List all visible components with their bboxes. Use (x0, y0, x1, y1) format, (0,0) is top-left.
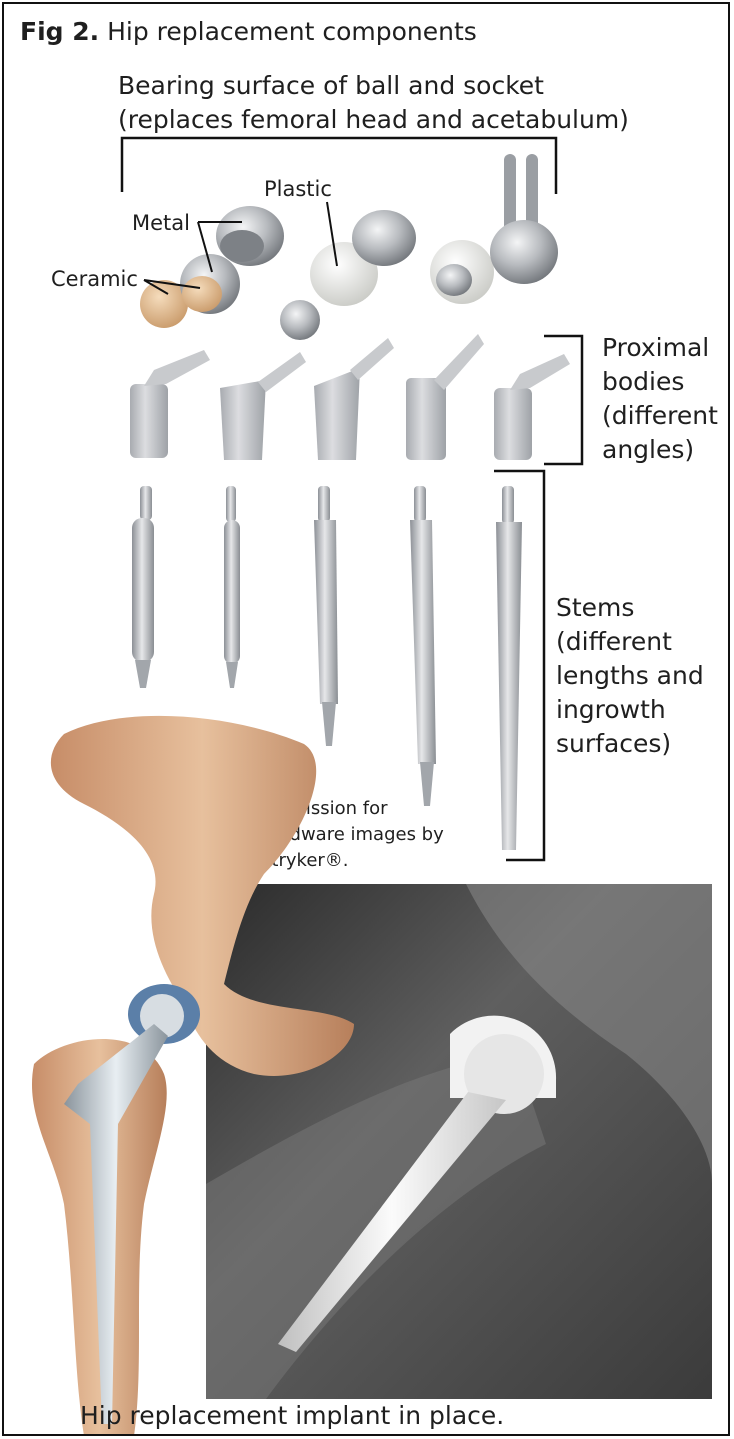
stem-1 (132, 486, 154, 688)
proximal-body-2 (220, 352, 306, 460)
stem-5 (496, 486, 522, 850)
pelvis-bone (51, 716, 354, 1076)
figure-caption: Hip replacement implant in place. (80, 1400, 504, 1432)
proximal-body-4 (406, 334, 484, 460)
proximal-body-1 (130, 350, 210, 458)
stem-4 (410, 486, 436, 806)
proximal-body-3 (314, 338, 394, 460)
metal-plastic-cup (430, 240, 494, 304)
metal-shell-2 (352, 210, 416, 266)
proximal-body-5 (494, 354, 570, 460)
bearing-bracket (122, 138, 556, 194)
stem-2 (224, 486, 240, 688)
augmented-cup (490, 154, 558, 284)
hip-anatomy-illustration (4, 684, 364, 1436)
metal-ball-small (280, 300, 320, 340)
metal-shell-1 (216, 206, 284, 266)
